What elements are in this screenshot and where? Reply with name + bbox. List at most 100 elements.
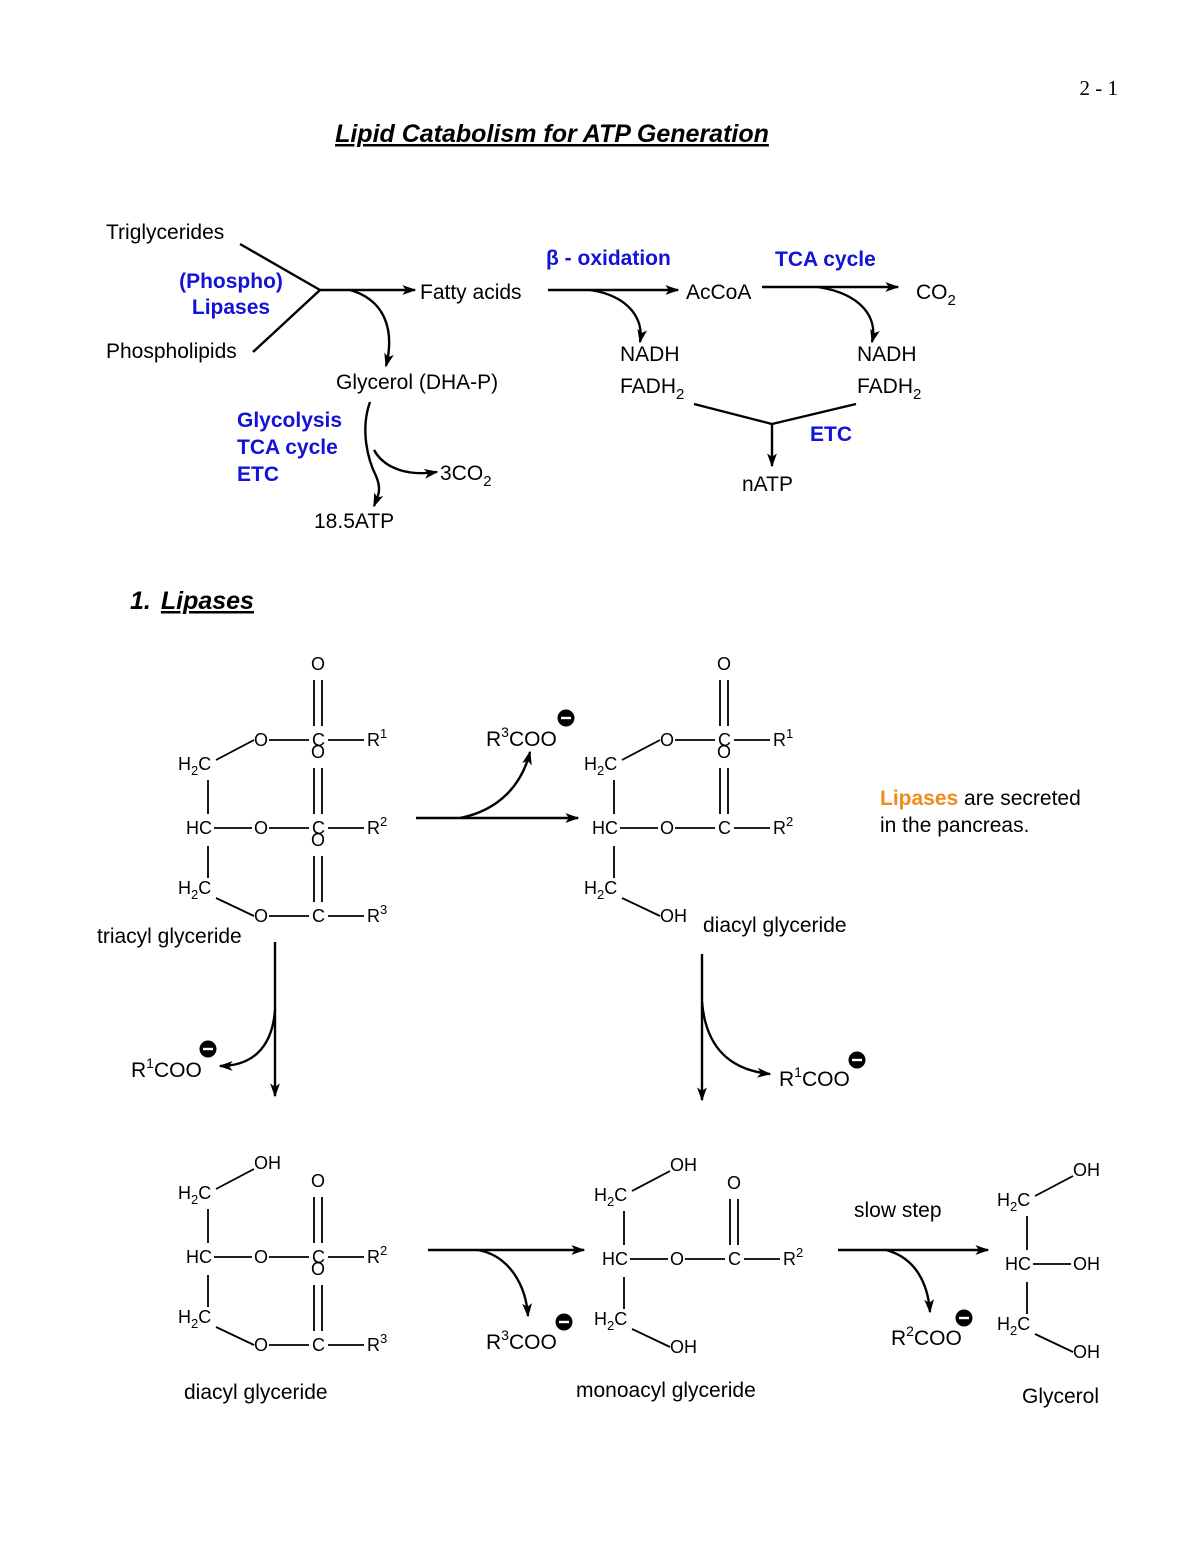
h2c-group: H2C [997,1314,1030,1338]
h2c-group: H2C [178,1307,211,1331]
ester-oxygen: O [254,1247,268,1267]
carbonyl-carbon: C [312,1335,325,1355]
bond [621,897,661,917]
hydroxyl-group: OH [670,1155,697,1175]
diacyl-glyceride-top-label: diacyl glyceride [703,914,847,937]
r3coo-top: R3COO [486,724,557,751]
r1coo-left: R1COO [131,1055,202,1082]
carbonyl-oxygen: O [311,1171,325,1191]
lipases-label: Lipases [192,296,270,319]
bond [621,739,661,761]
bond [631,1170,671,1192]
r-group: R2 [773,814,793,838]
fadh-1-label: FADH2 [620,375,684,403]
bond [1034,1175,1074,1197]
etc-right-label: ETC [810,423,852,446]
r-group: R2 [367,814,387,838]
beta-oxidation-label: β - oxidation [546,247,671,270]
carbonyl-oxygen: O [727,1173,741,1193]
h2c-group: H2C [178,754,211,778]
nadh-2-label: NADH [857,343,917,366]
diacyl-glyceride-bottom-label: diacyl glyceride [184,1381,328,1404]
arrow-to-3co2 [372,449,439,479]
released-carboxylates: R3COO R1COO R1COO R3COO R2COO [131,709,973,1354]
page-title: Lipid Catabolism for ATP Generation [335,120,769,148]
bond [215,739,255,761]
h2c-group: H2C [178,1183,211,1207]
hydroxyl-group: OH [670,1337,697,1357]
minus-sign [852,1058,862,1062]
r-group: R1 [367,726,387,750]
carbonyl-carbon: C [312,818,325,838]
hc-group: HC [592,818,618,838]
arrow-release-r3coo-bottom [477,1248,533,1318]
r-group: R2 [783,1245,803,1269]
slow-step-label: slow step [854,1199,942,1222]
arrow-to-atp [364,401,384,508]
natp-label: nATP [742,473,793,496]
ester-oxygen: O [254,906,268,926]
atp-185-label: 18.5ATP [314,510,394,533]
ester-oxygen: O [670,1249,684,1269]
hydroxyl-group: OH [1073,1160,1100,1180]
glycerol-label: Glycerol [1022,1385,1099,1408]
ester-oxygen: O [660,730,674,750]
h2c-group: H2C [584,754,617,778]
arrow-release-r1coo-right [700,1001,772,1078]
h2c-group: H2C [594,1309,627,1333]
arrow-to-nadh-1 [589,288,648,344]
bond [215,1326,255,1346]
ester-oxygen: O [254,730,268,750]
carbonyl-carbon: C [728,1249,741,1269]
phospholipid-branch [252,289,321,353]
r-group: R3 [367,902,387,926]
ester-oxygen: O [254,1335,268,1355]
fatty-acids-label: Fatty acids [420,281,522,304]
etc-merge-left [693,402,773,426]
arrow-release-r1coo-left [218,1009,277,1071]
arrow-to-nadh-2 [817,285,880,344]
pancreas-note-line1: Lipases are secreted [880,787,1081,810]
carbonyl-oxygen: O [311,742,325,762]
h2c-group: H2C [584,878,617,902]
r-group: R1 [773,726,793,750]
fadh-2-label: FADH2 [857,375,921,403]
overview-pathway: Triglycerides Phospholipids (Phospho) Li… [106,221,956,533]
hc-group: HC [186,1247,212,1267]
3co2-label: 3CO2 [440,462,492,490]
etc-left-label: ETC [237,463,279,486]
bond [215,897,255,917]
bond [631,1328,671,1348]
ester-oxygen: O [660,818,674,838]
phospho-label: (Phospho) [179,270,283,293]
glycerol-dhap-label: Glycerol (DHA-P) [336,371,498,394]
ester-oxygen: O [254,818,268,838]
section-1-heading: 1.Lipases [130,587,254,615]
carbonyl-oxygen: O [717,654,731,674]
carbonyl-carbon: C [718,818,731,838]
hydroxyl-group: OH [1073,1254,1100,1274]
bond [1034,1333,1074,1353]
h2c-group: H2C [178,878,211,902]
hydroxyl-group: OH [254,1153,281,1173]
bond [215,1168,255,1190]
carbonyl-carbon: C [312,1247,325,1267]
minus-sign [203,1047,213,1051]
triglyceride-branch [239,242,321,292]
minus-sign [561,716,571,720]
hc-group: HC [602,1249,628,1269]
r1coo-right: R1COO [779,1064,850,1091]
pancreas-note-line2: in the pancreas. [880,814,1029,837]
r2coo: R2COO [891,1323,962,1350]
tca-cycle-left-label: TCA cycle [237,436,338,459]
hydroxyl-group: OH [1073,1342,1100,1362]
glycolysis-label: Glycolysis [237,409,342,432]
carbonyl-oxygen: O [311,1259,325,1279]
carbonyl-oxygen: O [311,654,325,674]
